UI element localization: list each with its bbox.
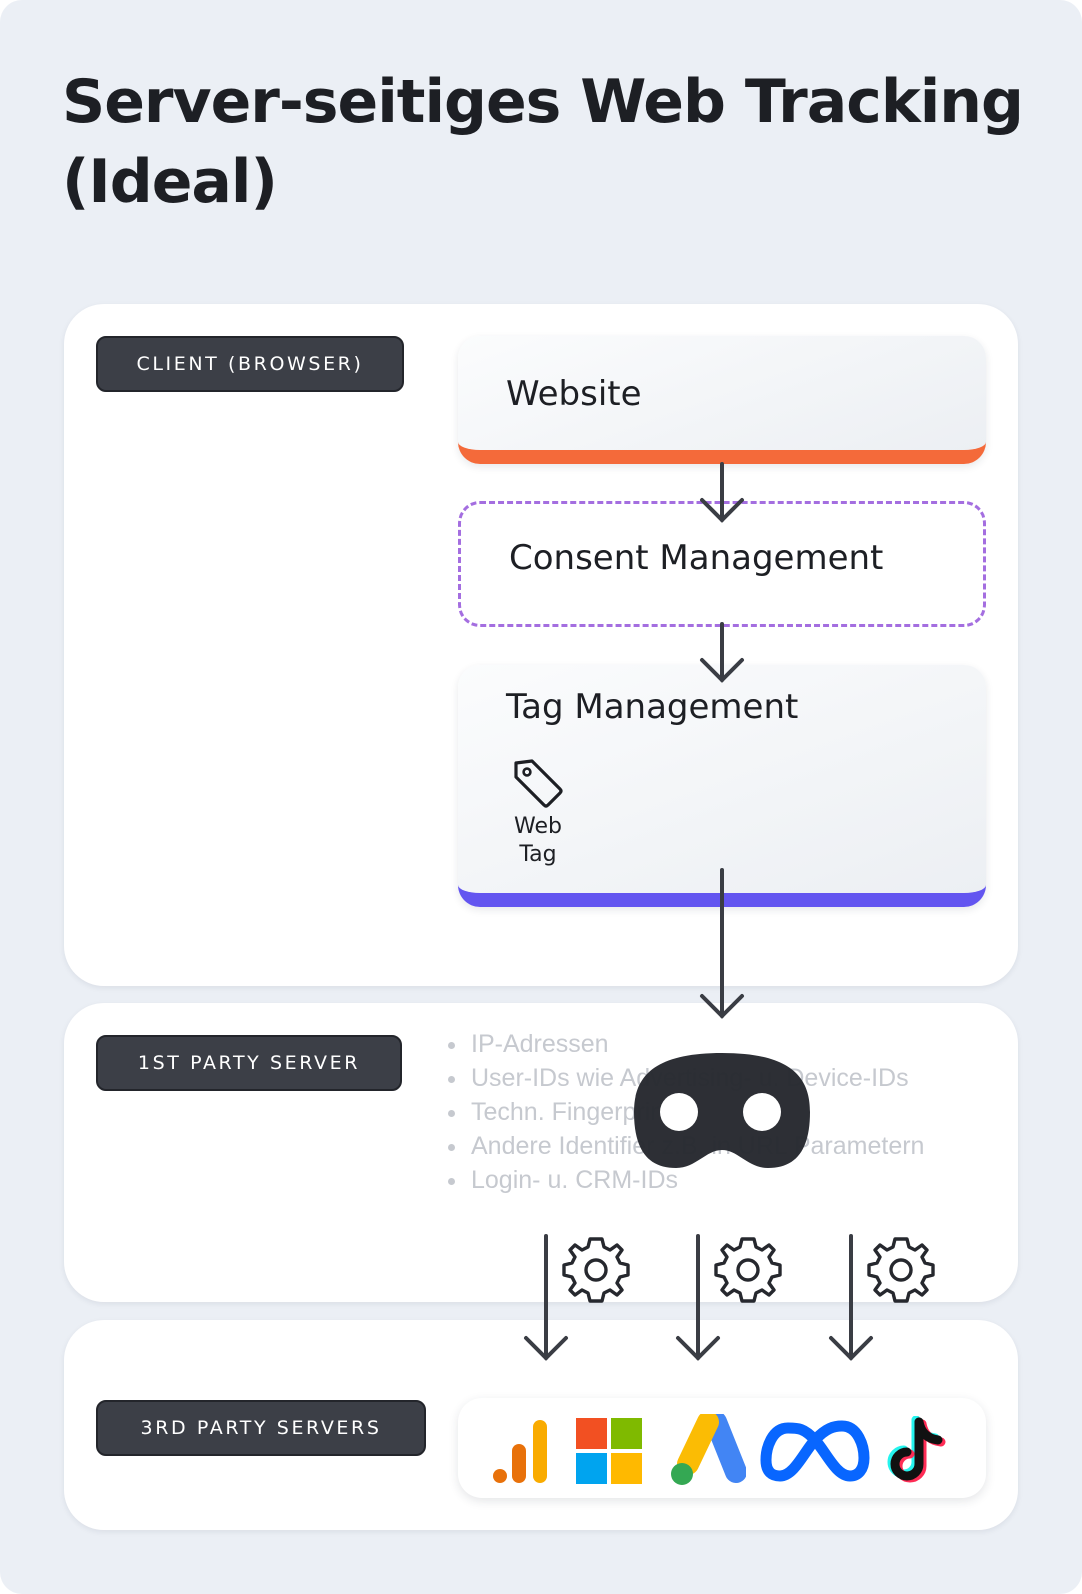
arrow-down-icon — [700, 462, 744, 523]
client-badge: CLIENT (BROWSER) — [96, 336, 404, 392]
google-analytics-logo — [493, 1420, 547, 1483]
mask-icon — [634, 1053, 810, 1168]
google-ads-logo — [671, 1414, 746, 1485]
arrow-down-icon — [700, 622, 744, 683]
identifier-item: Login- u. CRM-IDs — [469, 1163, 924, 1197]
identifier-item: IP-Adressen — [469, 1027, 924, 1061]
third-party-badge: 3RD PARTY SERVERS — [96, 1400, 426, 1456]
web-tag-label: Web Tag — [514, 814, 562, 867]
gear-icon — [714, 1237, 782, 1303]
tag-management-label: Tag Management — [506, 687, 799, 727]
microsoft-logo — [576, 1418, 642, 1484]
tag-management-card: Tag Management Web Tag — [458, 665, 986, 907]
meta-logo — [760, 1420, 870, 1482]
gear-icon — [562, 1237, 630, 1303]
gear-icon — [867, 1237, 935, 1303]
first-party-panel: 1ST PARTY SERVER IP-Adressen User-IDs wi… — [64, 1003, 1018, 1302]
arrow-down-icon — [700, 868, 744, 1019]
website-card: Website — [458, 336, 986, 464]
diagram-title: Server-seitiges Web Tracking (Ideal) — [62, 67, 1024, 217]
third-party-logos — [458, 1398, 986, 1498]
tag-icon — [514, 759, 563, 808]
website-label: Website — [506, 374, 642, 414]
consent-label: Consent Management — [509, 538, 884, 578]
arrow-down-icon — [524, 1234, 568, 1361]
first-party-badge: 1ST PARTY SERVER — [96, 1035, 402, 1091]
tiktok-logo — [887, 1416, 946, 1483]
arrow-down-icon — [676, 1234, 720, 1361]
arrow-down-icon — [829, 1234, 873, 1361]
